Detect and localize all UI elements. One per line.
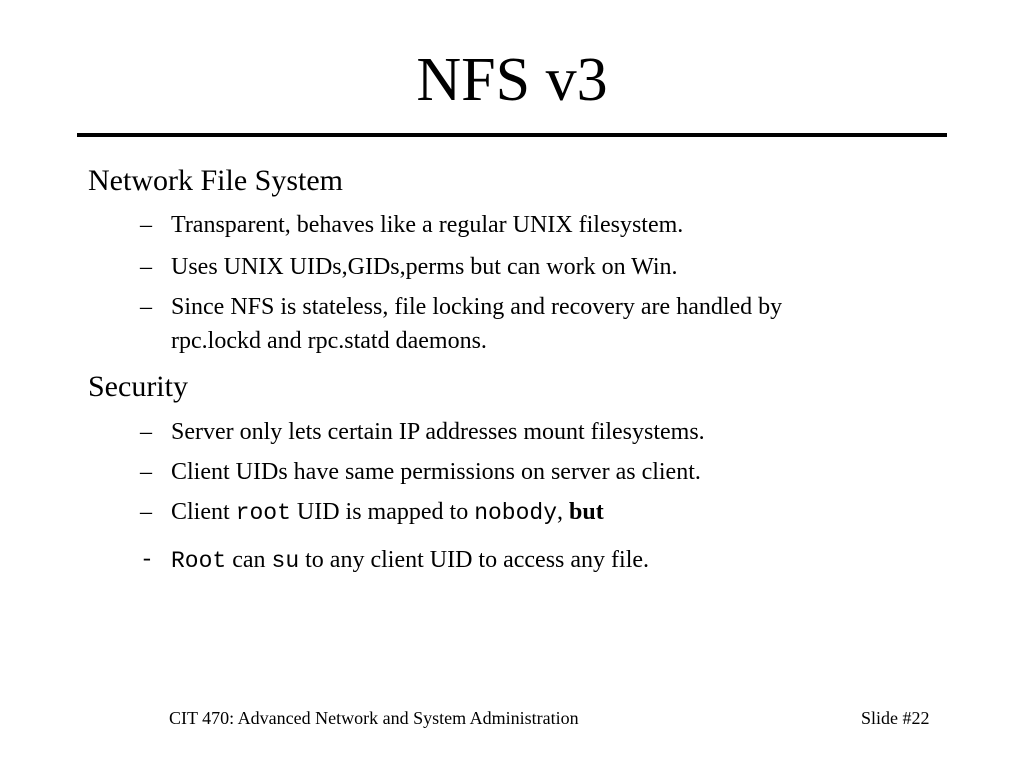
text-fragment: UID is mapped to bbox=[290, 499, 475, 525]
bullet-text: Transparent, behaves like a regular UNIX… bbox=[171, 212, 684, 238]
bullet-dash: - bbox=[140, 547, 154, 573]
footer-course: CIT 470: Advanced Network and System Adm… bbox=[169, 708, 579, 728]
code-root-cap: Root bbox=[171, 548, 227, 574]
slide-title: NFS v3 bbox=[416, 46, 608, 114]
bullet-text: Client root UID is mapped to nobody, but bbox=[171, 495, 604, 530]
bold-but: but bbox=[569, 499, 604, 525]
bullet-text-line-2: rpc.lockd and rpc.statd daemons. bbox=[171, 328, 487, 354]
bullet-text: Root can su to any client UID to access … bbox=[171, 543, 649, 578]
code-nobody: nobody bbox=[474, 500, 558, 526]
bullet-dash: – bbox=[140, 419, 152, 445]
text-fragment: to any client UID to access any file. bbox=[299, 547, 650, 573]
code-su: su bbox=[271, 548, 300, 574]
text-fragment: can bbox=[226, 547, 272, 573]
section-heading-security: Security bbox=[88, 370, 188, 403]
bullet-dash: – bbox=[140, 499, 152, 525]
bullet-dash: – bbox=[140, 254, 152, 280]
text-fragment: Client bbox=[171, 499, 236, 525]
bullet-text: Client UIDs have same permissions on ser… bbox=[171, 459, 701, 485]
section-heading-nfs: Network File System bbox=[88, 164, 343, 197]
bullet-text-line-1: Since NFS is stateless, file locking and… bbox=[171, 294, 783, 320]
bullet-text: Uses UNIX UIDs,GIDs,perms but can work o… bbox=[171, 254, 678, 280]
footer-slide-number: Slide #22 bbox=[861, 708, 930, 728]
bullet-dash: – bbox=[140, 459, 152, 485]
bullet-dash: – bbox=[140, 212, 152, 238]
title-divider bbox=[77, 133, 947, 137]
bullet-dash: – bbox=[140, 294, 152, 320]
code-root: root bbox=[235, 500, 291, 526]
text-fragment: , bbox=[557, 499, 570, 525]
bullet-text: Server only lets certain IP addresses mo… bbox=[171, 419, 705, 445]
